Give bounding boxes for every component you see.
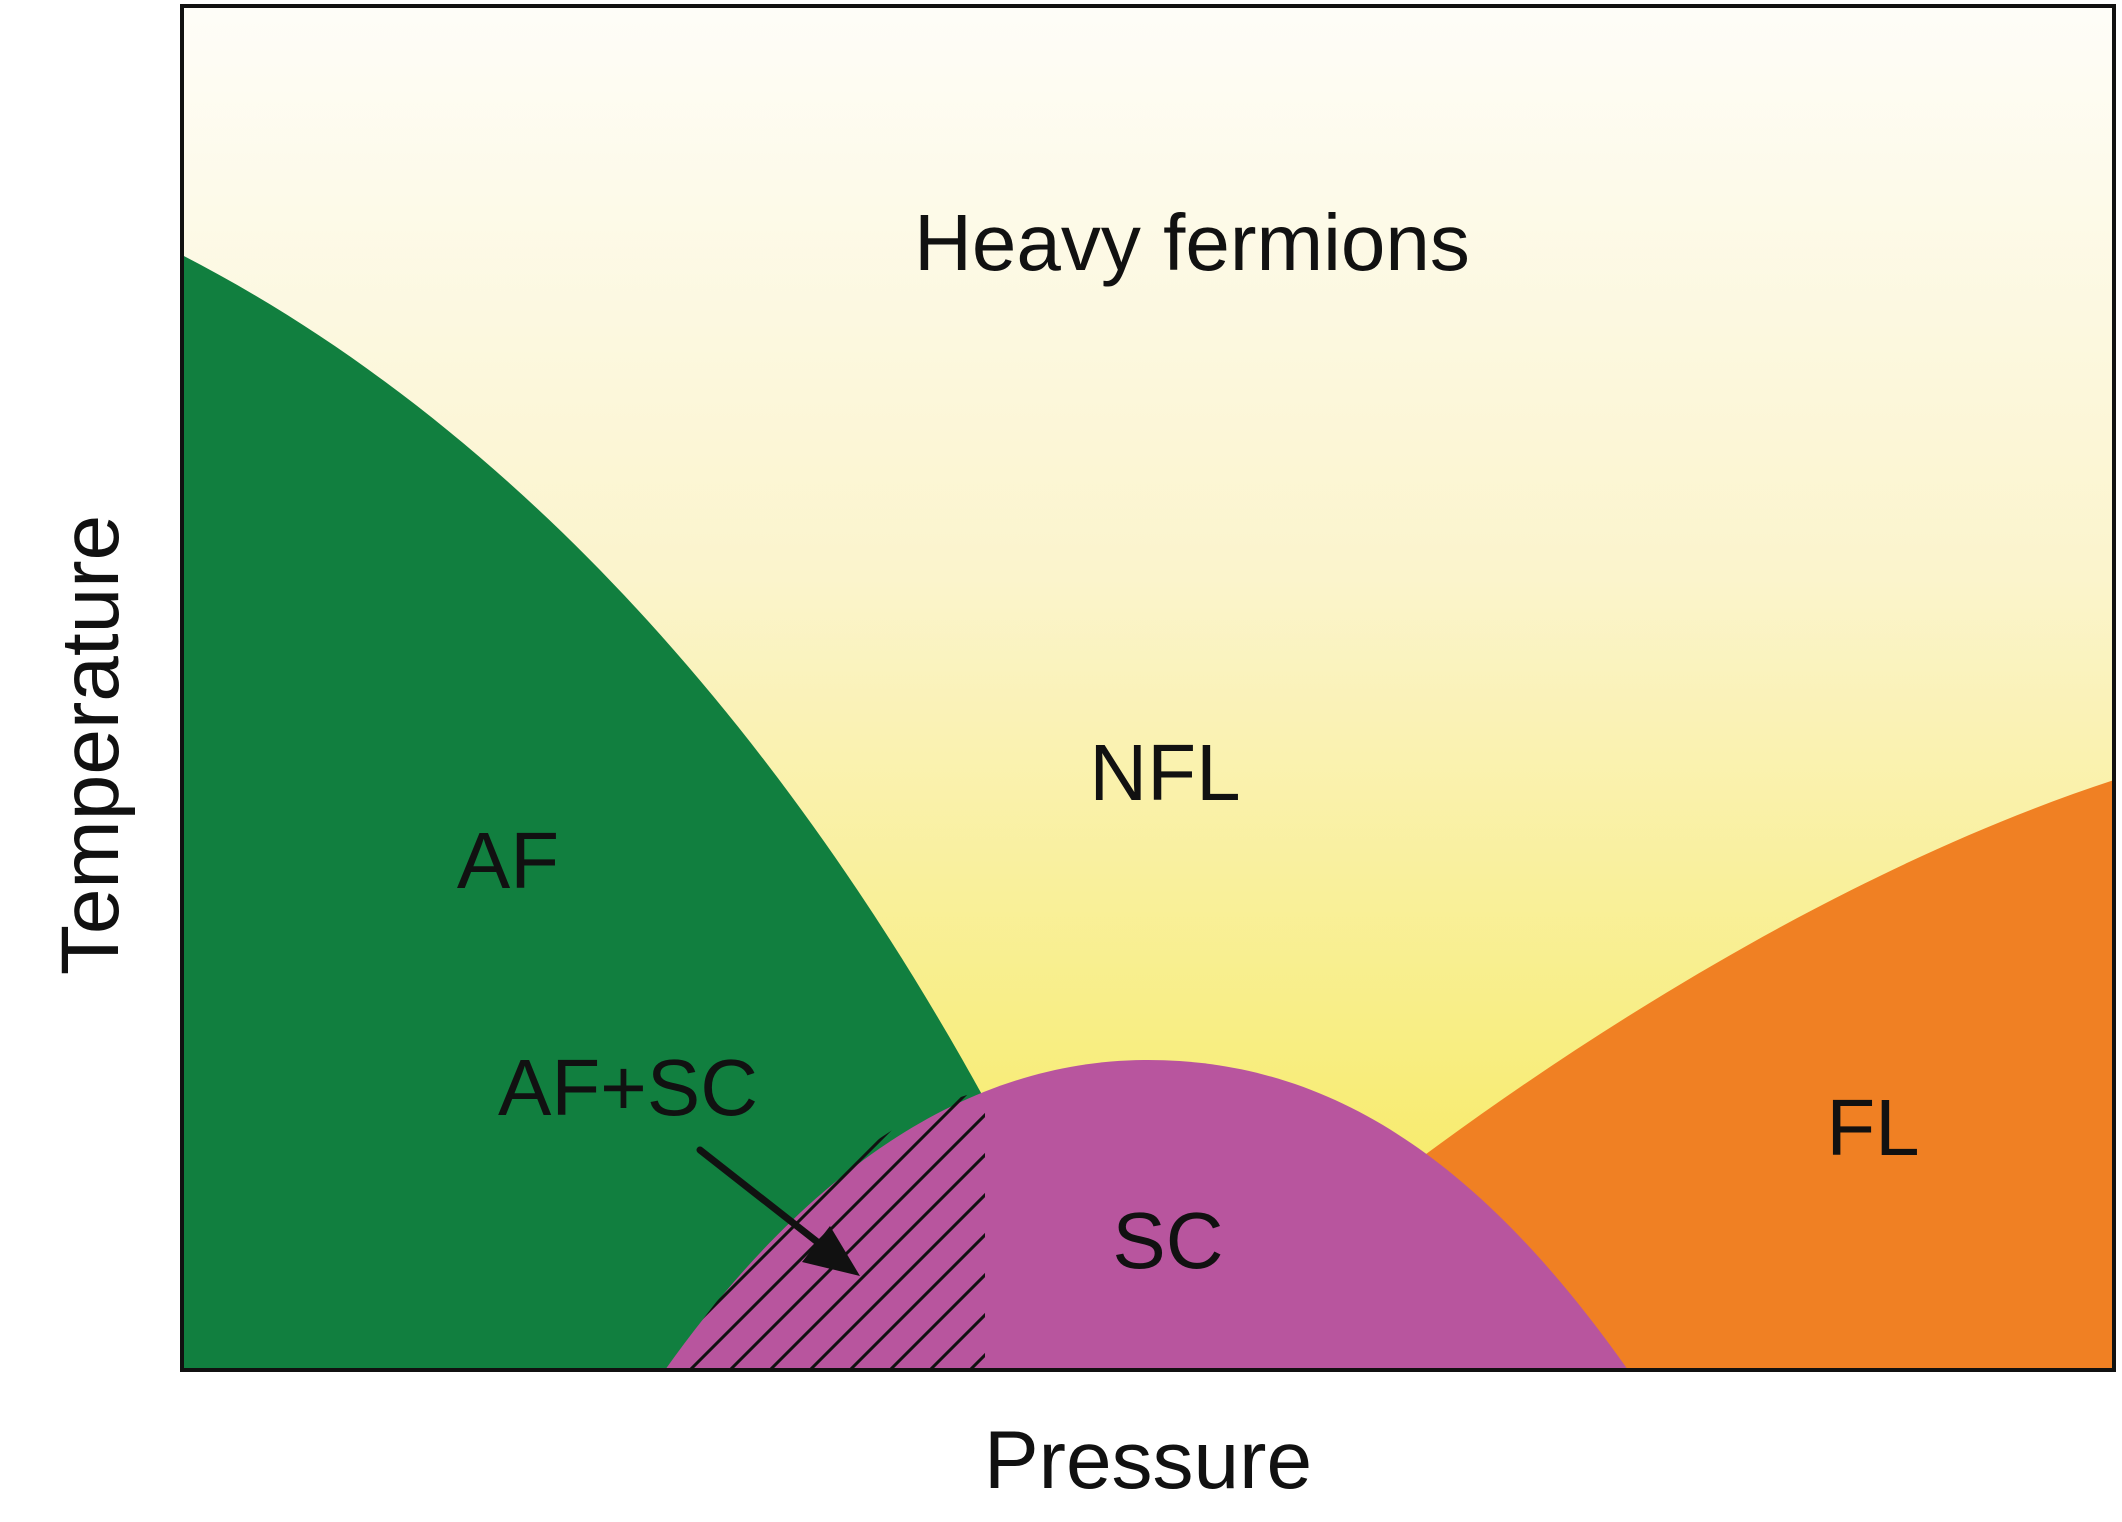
sc-label: SC <box>1112 1196 1223 1285</box>
x-axis-label: Pressure <box>984 1415 1312 1506</box>
plot-frame <box>180 4 2116 1372</box>
heavy-fermions-label: Heavy fermions <box>914 198 1470 287</box>
fl-region <box>1418 780 2114 1370</box>
af-label: AF <box>457 816 559 905</box>
nfl-label: NFL <box>1089 728 1240 817</box>
af-sc-label: AF+SC <box>498 1043 758 1132</box>
af-region <box>182 255 985 1370</box>
fl-label: FL <box>1826 1083 1919 1172</box>
y-axis-label: Temperature <box>45 515 136 975</box>
sc-dome <box>665 1060 1628 1370</box>
af-sc-arrow <box>696 1146 860 1276</box>
